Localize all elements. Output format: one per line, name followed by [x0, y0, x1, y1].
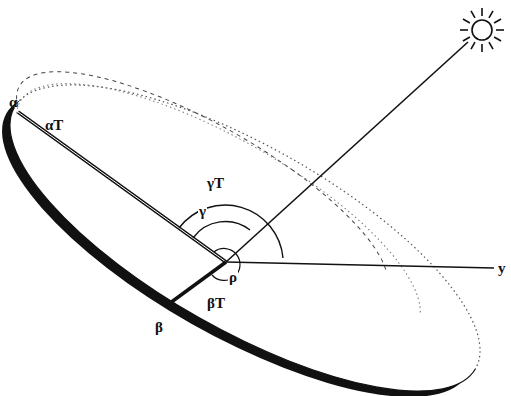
sun-ray: [496, 29, 504, 31]
sun-ray: [481, 44, 483, 52]
center-label: ρ: [228, 270, 238, 285]
gamma-arc: [193, 222, 250, 238]
point-label: α: [8, 95, 18, 110]
alpha-line: [18, 112, 226, 262]
sun-ray: [481, 8, 483, 16]
inner-dashed-curve: [10, 30, 409, 306]
sun-symbol: [460, 8, 504, 52]
inner-dotted-curve: [14, 36, 451, 336]
sun-ray-line: [226, 42, 468, 262]
sun-ray: [463, 19, 470, 23]
sun-ray: [494, 19, 501, 23]
sun-ray: [494, 37, 501, 41]
disk-back-edge: [14, 27, 511, 368]
angle-label: γT: [206, 176, 225, 191]
sun-ray: [489, 42, 493, 49]
axis-label: y: [497, 261, 507, 276]
sun-ray: [463, 37, 470, 41]
angle-label: αT: [44, 118, 64, 133]
angle-label: γ: [198, 204, 207, 219]
sun-ray: [471, 42, 475, 49]
sun-ray: [460, 29, 468, 31]
disk-face: [0, 27, 511, 396]
point-label: β: [154, 320, 164, 335]
tilted-disk: [0, 24, 511, 396]
alpha-line-core: [18, 112, 226, 262]
angle-label: βT: [206, 296, 226, 311]
sun-ray: [471, 11, 475, 18]
sun-ray: [489, 11, 493, 18]
y-axis: [226, 262, 494, 268]
